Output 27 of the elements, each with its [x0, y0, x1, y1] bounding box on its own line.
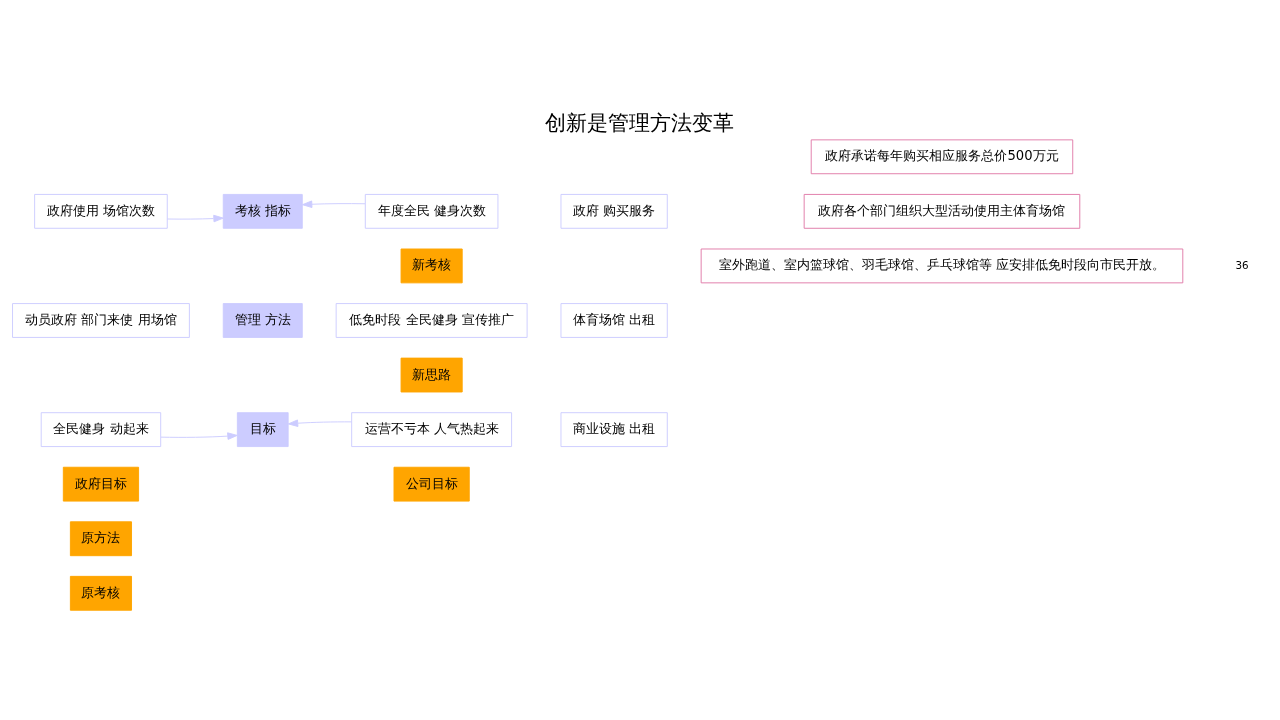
- node-box: 目标: [236, 412, 289, 448]
- node-box: 商业设施 出租: [560, 412, 668, 448]
- node-box: 管理 方法: [222, 303, 303, 338]
- node-box: 年度全民 健身次数: [364, 193, 499, 229]
- node-box: 动员政府 部门来使 用场馆: [12, 303, 190, 338]
- arrow: [287, 419, 353, 427]
- node-box: 室外跑道、室内篮球馆、羽毛球馆、乒乓球馆等 应安排低免时段向市民开放。: [700, 248, 1184, 284]
- node-box: 全民健身 动起来: [40, 412, 162, 448]
- node-box: 新思路: [400, 357, 463, 393]
- arrow: [166, 214, 224, 223]
- label: 36: [1235, 258, 1249, 271]
- node-box: 政府目标: [62, 466, 140, 502]
- node-box: 政府承诺每年购买相应服务总价500万元: [810, 139, 1074, 175]
- node-box: 公司目标: [393, 466, 470, 502]
- node-box: 政府使用 场馆次数: [34, 193, 168, 229]
- node-box: 体育场馆 出租: [560, 303, 668, 338]
- diagram-title: 创新是管理方法变革: [545, 111, 735, 136]
- node-box: 考核 指标: [222, 193, 303, 229]
- arrow: [301, 200, 366, 208]
- node-box: 运营不亏本 人气热起来: [351, 412, 513, 448]
- node-box: 原方法: [69, 521, 132, 557]
- node-box: 原考核: [69, 575, 132, 611]
- node-box: 新考核: [400, 248, 463, 284]
- node-box: 政府 购买服务: [560, 193, 668, 229]
- node-box: 政府各个部门组织大型活动使用主体育场馆: [803, 193, 1081, 229]
- arrow: [160, 432, 238, 440]
- node-box: 低免时段 全民健身 宣传推广: [335, 303, 528, 338]
